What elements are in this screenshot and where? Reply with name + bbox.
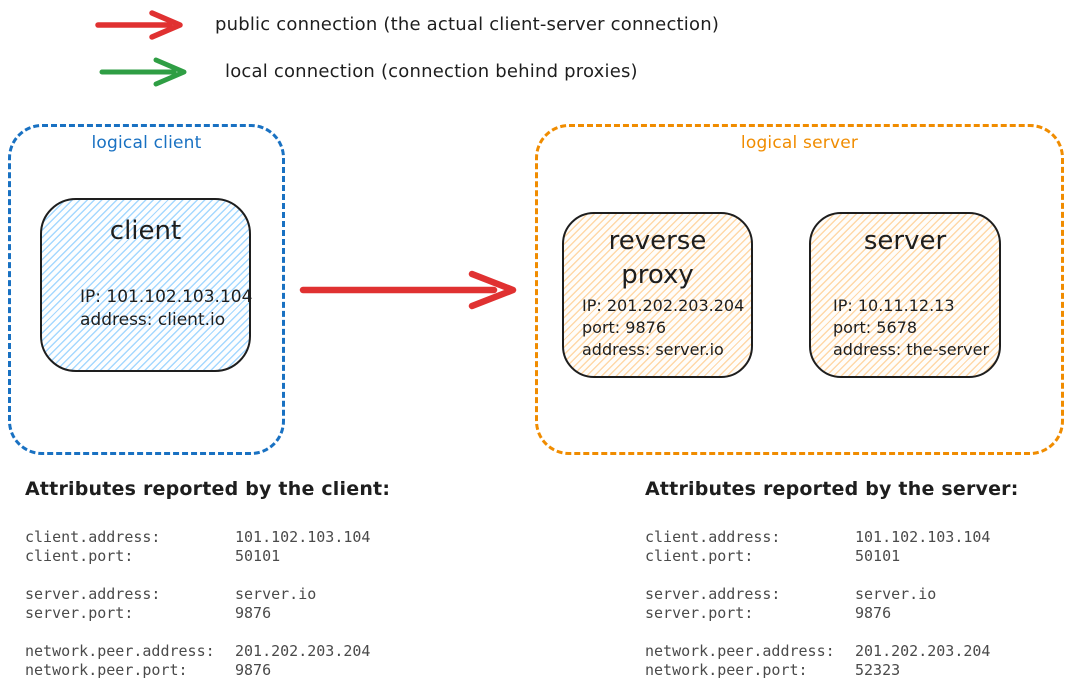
attr-key: server.address: bbox=[25, 585, 161, 603]
attr-key: client.port: bbox=[25, 547, 134, 565]
attr-value: 201.202.203.204 bbox=[235, 642, 371, 660]
attr-group-server: server.address: server.io server.port: 9… bbox=[645, 585, 1019, 623]
attr-key: network.peer.port: bbox=[645, 661, 808, 679]
reverse-proxy-node: reverse proxy IP: 201.202.203.204 port: … bbox=[562, 212, 753, 378]
attr-row: network.peer.address: 201.202.203.204 bbox=[25, 642, 390, 661]
attr-key: network.peer.address: bbox=[25, 642, 215, 660]
attr-row: network.peer.port: 9876 bbox=[25, 661, 390, 680]
logical-server-group: logical server bbox=[535, 124, 1064, 455]
public-connection-legend-label: public connection (the actual client-ser… bbox=[215, 14, 720, 35]
attr-value: 9876 bbox=[235, 604, 272, 622]
attr-key: server.address: bbox=[645, 585, 781, 603]
logical-client-label: logical client bbox=[91, 133, 202, 153]
reverse-proxy-details: IP: 201.202.203.204 port: 9876 address: … bbox=[582, 295, 744, 361]
attr-value: 52323 bbox=[855, 661, 901, 679]
public-connection-arrow-icon bbox=[95, 10, 183, 40]
server-address: address: the-server bbox=[833, 340, 990, 359]
attr-value: 9876 bbox=[235, 661, 272, 679]
client-node: client IP: 101.102.103.104 address: clie… bbox=[40, 198, 252, 372]
attr-row: client.address: 101.102.103.104 bbox=[25, 528, 390, 547]
client-attributes-section: Attributes reported by the client: clien… bbox=[25, 476, 390, 691]
client-node-title: client bbox=[109, 216, 182, 246]
attr-key: client.address: bbox=[645, 528, 781, 546]
attr-row: network.peer.address: 201.202.203.204 bbox=[645, 642, 1019, 661]
attr-value: server.io bbox=[855, 585, 937, 603]
attr-key: client.address: bbox=[25, 528, 161, 546]
attr-group-client: client.address: 101.102.103.104 client.p… bbox=[645, 528, 1019, 566]
server-attributes-heading: Attributes reported by the server: bbox=[645, 478, 1019, 500]
server-attributes-section: Attributes reported by the server: clien… bbox=[645, 476, 1019, 691]
server-port: port: 5678 bbox=[833, 318, 917, 337]
reverse-proxy-address: address: server.io bbox=[582, 340, 724, 359]
reverse-proxy-title-line1: reverse bbox=[608, 226, 707, 256]
attr-row: server.address: server.io bbox=[645, 585, 1019, 604]
attr-value: 101.102.103.104 bbox=[235, 528, 371, 546]
attr-value: 50101 bbox=[235, 547, 281, 565]
server-ip: IP: 10.11.12.13 bbox=[833, 296, 955, 315]
attr-value: 101.102.103.104 bbox=[855, 528, 991, 546]
attr-group-server: server.address: server.io server.port: 9… bbox=[25, 585, 390, 623]
server-node-details: IP: 10.11.12.13 port: 5678 address: the-… bbox=[833, 295, 989, 361]
attr-key: client.port: bbox=[645, 547, 754, 565]
attr-row: network.peer.port: 52323 bbox=[645, 661, 1019, 680]
attr-value: 201.202.203.204 bbox=[855, 642, 991, 660]
reverse-proxy-port: port: 9876 bbox=[582, 318, 666, 337]
attr-value: 50101 bbox=[855, 547, 901, 565]
attr-value: 9876 bbox=[855, 604, 892, 622]
local-connection-arrow-icon bbox=[99, 57, 187, 87]
attr-row: client.address: 101.102.103.104 bbox=[645, 528, 1019, 547]
attr-row: server.port: 9876 bbox=[645, 604, 1019, 623]
attr-row: server.port: 9876 bbox=[25, 604, 390, 623]
client-attributes-list: client.address: 101.102.103.104 client.p… bbox=[25, 528, 390, 680]
local-connection-legend-label: local connection (connection behind prox… bbox=[225, 61, 638, 82]
client-to-server-arrow bbox=[299, 270, 517, 310]
logical-server-label: logical server bbox=[740, 133, 859, 153]
client-attributes-heading: Attributes reported by the client: bbox=[25, 478, 391, 500]
attr-group-client: client.address: 101.102.103.104 client.p… bbox=[25, 528, 390, 566]
attr-value: server.io bbox=[235, 585, 317, 603]
reverse-proxy-ip: IP: 201.202.203.204 bbox=[582, 296, 745, 315]
attr-group-network-peer: network.peer.address: 201.202.203.204 ne… bbox=[645, 642, 1019, 680]
reverse-proxy-title-line2: proxy bbox=[621, 260, 694, 290]
attr-row: server.address: server.io bbox=[25, 585, 390, 604]
server-node: server IP: 10.11.12.13 port: 5678 addres… bbox=[809, 212, 1001, 378]
client-address: address: client.io bbox=[80, 310, 226, 330]
client-ip: IP: 101.102.103.104 bbox=[80, 287, 253, 307]
attr-row: client.port: 50101 bbox=[25, 547, 390, 566]
server-node-title: server bbox=[863, 226, 947, 256]
attr-key: server.port: bbox=[25, 604, 134, 622]
attr-row: client.port: 50101 bbox=[645, 547, 1019, 566]
attr-key: server.port: bbox=[645, 604, 754, 622]
logical-client-group: logical client bbox=[8, 124, 285, 455]
attr-key: network.peer.port: bbox=[25, 661, 188, 679]
reverse-proxy-title: reverse proxy bbox=[564, 224, 751, 292]
attr-key: network.peer.address: bbox=[645, 642, 835, 660]
attr-group-network-peer: network.peer.address: 201.202.203.204 ne… bbox=[25, 642, 390, 680]
server-attributes-list: client.address: 101.102.103.104 client.p… bbox=[645, 528, 1019, 680]
client-node-details: IP: 101.102.103.104 address: client.io bbox=[80, 286, 252, 332]
